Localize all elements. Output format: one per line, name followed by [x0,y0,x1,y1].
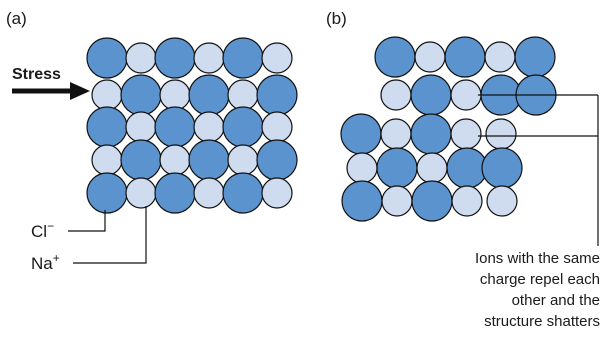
lattice-a-sodium-ion [193,177,225,209]
lattice-b-sodium-ion [484,41,516,73]
repulsion-caption: Ions with the same charge repel each oth… [475,250,600,330]
lattice-a [86,37,298,214]
lattice-b-sodium-ion [416,152,448,184]
lattice-b-sodium-ion [450,79,482,111]
sodium-charge: + [53,251,60,265]
lattice-a-chloride-ion [120,139,162,181]
caption-line-1: Ions with the same [475,250,600,267]
lattice-b-sodium-ion [381,185,413,217]
repulsion-callout-lines [478,94,599,246]
lattice-a-chloride-ion [188,74,230,116]
lattice-b-chloride-ion [410,74,452,116]
ion-leader-lines [68,206,147,264]
chloride-leader-line [68,210,106,232]
lattice-b-chloride-ion [340,113,382,155]
lattice-a-chloride-ion [154,106,196,148]
sodium-label: Na+ [31,251,60,273]
lattice-a-chloride-ion [86,37,128,79]
lattice-a-sodium-ion [227,144,259,176]
lattice-b-chloride-ion [444,36,486,78]
lattice-b-chloride-ion [376,147,418,189]
caption-line-3: other and the [512,292,600,309]
lattice-b-sodium-ion [346,152,378,184]
lattice-a-sodium-ion [227,79,259,111]
lattice-b-sodium-ion [414,41,446,73]
lattice-a-chloride-ion [86,106,128,148]
chloride-label: Cl− [31,219,54,241]
lattice-b-sodium-ion [451,185,483,217]
lattice-a-sodium-ion [193,42,225,74]
lattice-a-sodium-ion [125,111,157,143]
lattice-a-chloride-ion [86,172,128,214]
lattice-a-sodium-ion [91,79,123,111]
caption-line-4: structure shatters [484,313,600,330]
lattice-b-chloride-ion [514,36,556,78]
lattice-b-sodium-ion [486,185,518,217]
lattice-a-chloride-ion [120,74,162,116]
lattice-a-sodium-ion [159,79,191,111]
lattice-a-chloride-ion [222,37,264,79]
lattice-a-chloride-ion [188,139,230,181]
lattice-b-sodium-ion [380,79,412,111]
chloride-symbol: Cl [31,222,47,241]
lattice-a-sodium-ion [261,42,293,74]
panel-b-label: (b) [326,9,347,28]
lattice-a-chloride-ion [222,106,264,148]
lattice-b-chloride-ion [341,180,383,222]
lattice-b-chloride-ion [374,36,416,78]
stress-label: Stress [12,66,61,83]
lattice-a-chloride-ion [256,139,298,181]
lattice-a-sodium-ion [125,177,157,209]
lattice-a-sodium-ion [159,144,191,176]
lattice-b-sodium-ion [450,118,482,150]
lattice-b-chloride-ion [446,147,488,189]
lattice-b [340,36,557,222]
stress-arrow-icon [12,82,90,100]
lattice-b-sodium-ion [380,118,412,150]
caption-line-2: charge repel each [480,271,600,288]
lattice-b-chloride-ion [410,113,452,155]
lattice-b-sodium-ion [485,118,517,150]
lattice-a-chloride-ion [222,172,264,214]
lattice-a-sodium-ion [125,42,157,74]
lattice-a-sodium-ion [91,144,123,176]
sodium-leader-line [73,206,147,264]
lattice-a-sodium-ion [261,111,293,143]
lattice-a-sodium-ion [261,177,293,209]
lattice-b-chloride-ion [411,180,453,222]
lattice-a-chloride-ion [256,74,298,116]
lattice-a-chloride-ion [154,172,196,214]
sodium-symbol: Na [31,254,53,273]
lattice-a-chloride-ion [154,37,196,79]
lattice-b-chloride-ion [481,147,523,189]
chloride-charge: − [47,219,54,233]
panel-a-label: (a) [6,9,27,28]
lattice-a-sodium-ion [193,111,225,143]
